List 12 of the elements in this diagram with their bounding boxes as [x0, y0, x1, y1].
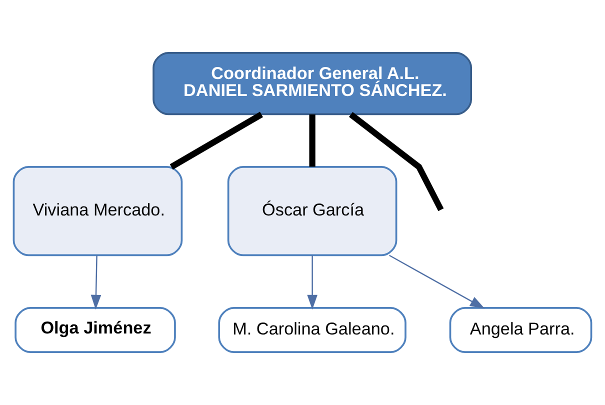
node-box: Angela Parra. — [449, 307, 592, 354]
arrow — [389, 254, 485, 309]
node-box: M. Carolina Galeano. — [218, 307, 406, 354]
node-box: Viviana Mercado. — [12, 166, 183, 256]
connector — [170, 112, 263, 170]
connector — [348, 112, 444, 212]
arrow — [307, 255, 318, 310]
node-box: Coordinador General A.L. DANIEL SARMIENTO SÁNCHEZ. — [152, 52, 472, 116]
node-box: Olga Jiménez — [14, 307, 176, 354]
connector — [309, 114, 316, 167]
arrow — [90, 255, 102, 310]
node-box: Óscar García — [227, 166, 398, 256]
